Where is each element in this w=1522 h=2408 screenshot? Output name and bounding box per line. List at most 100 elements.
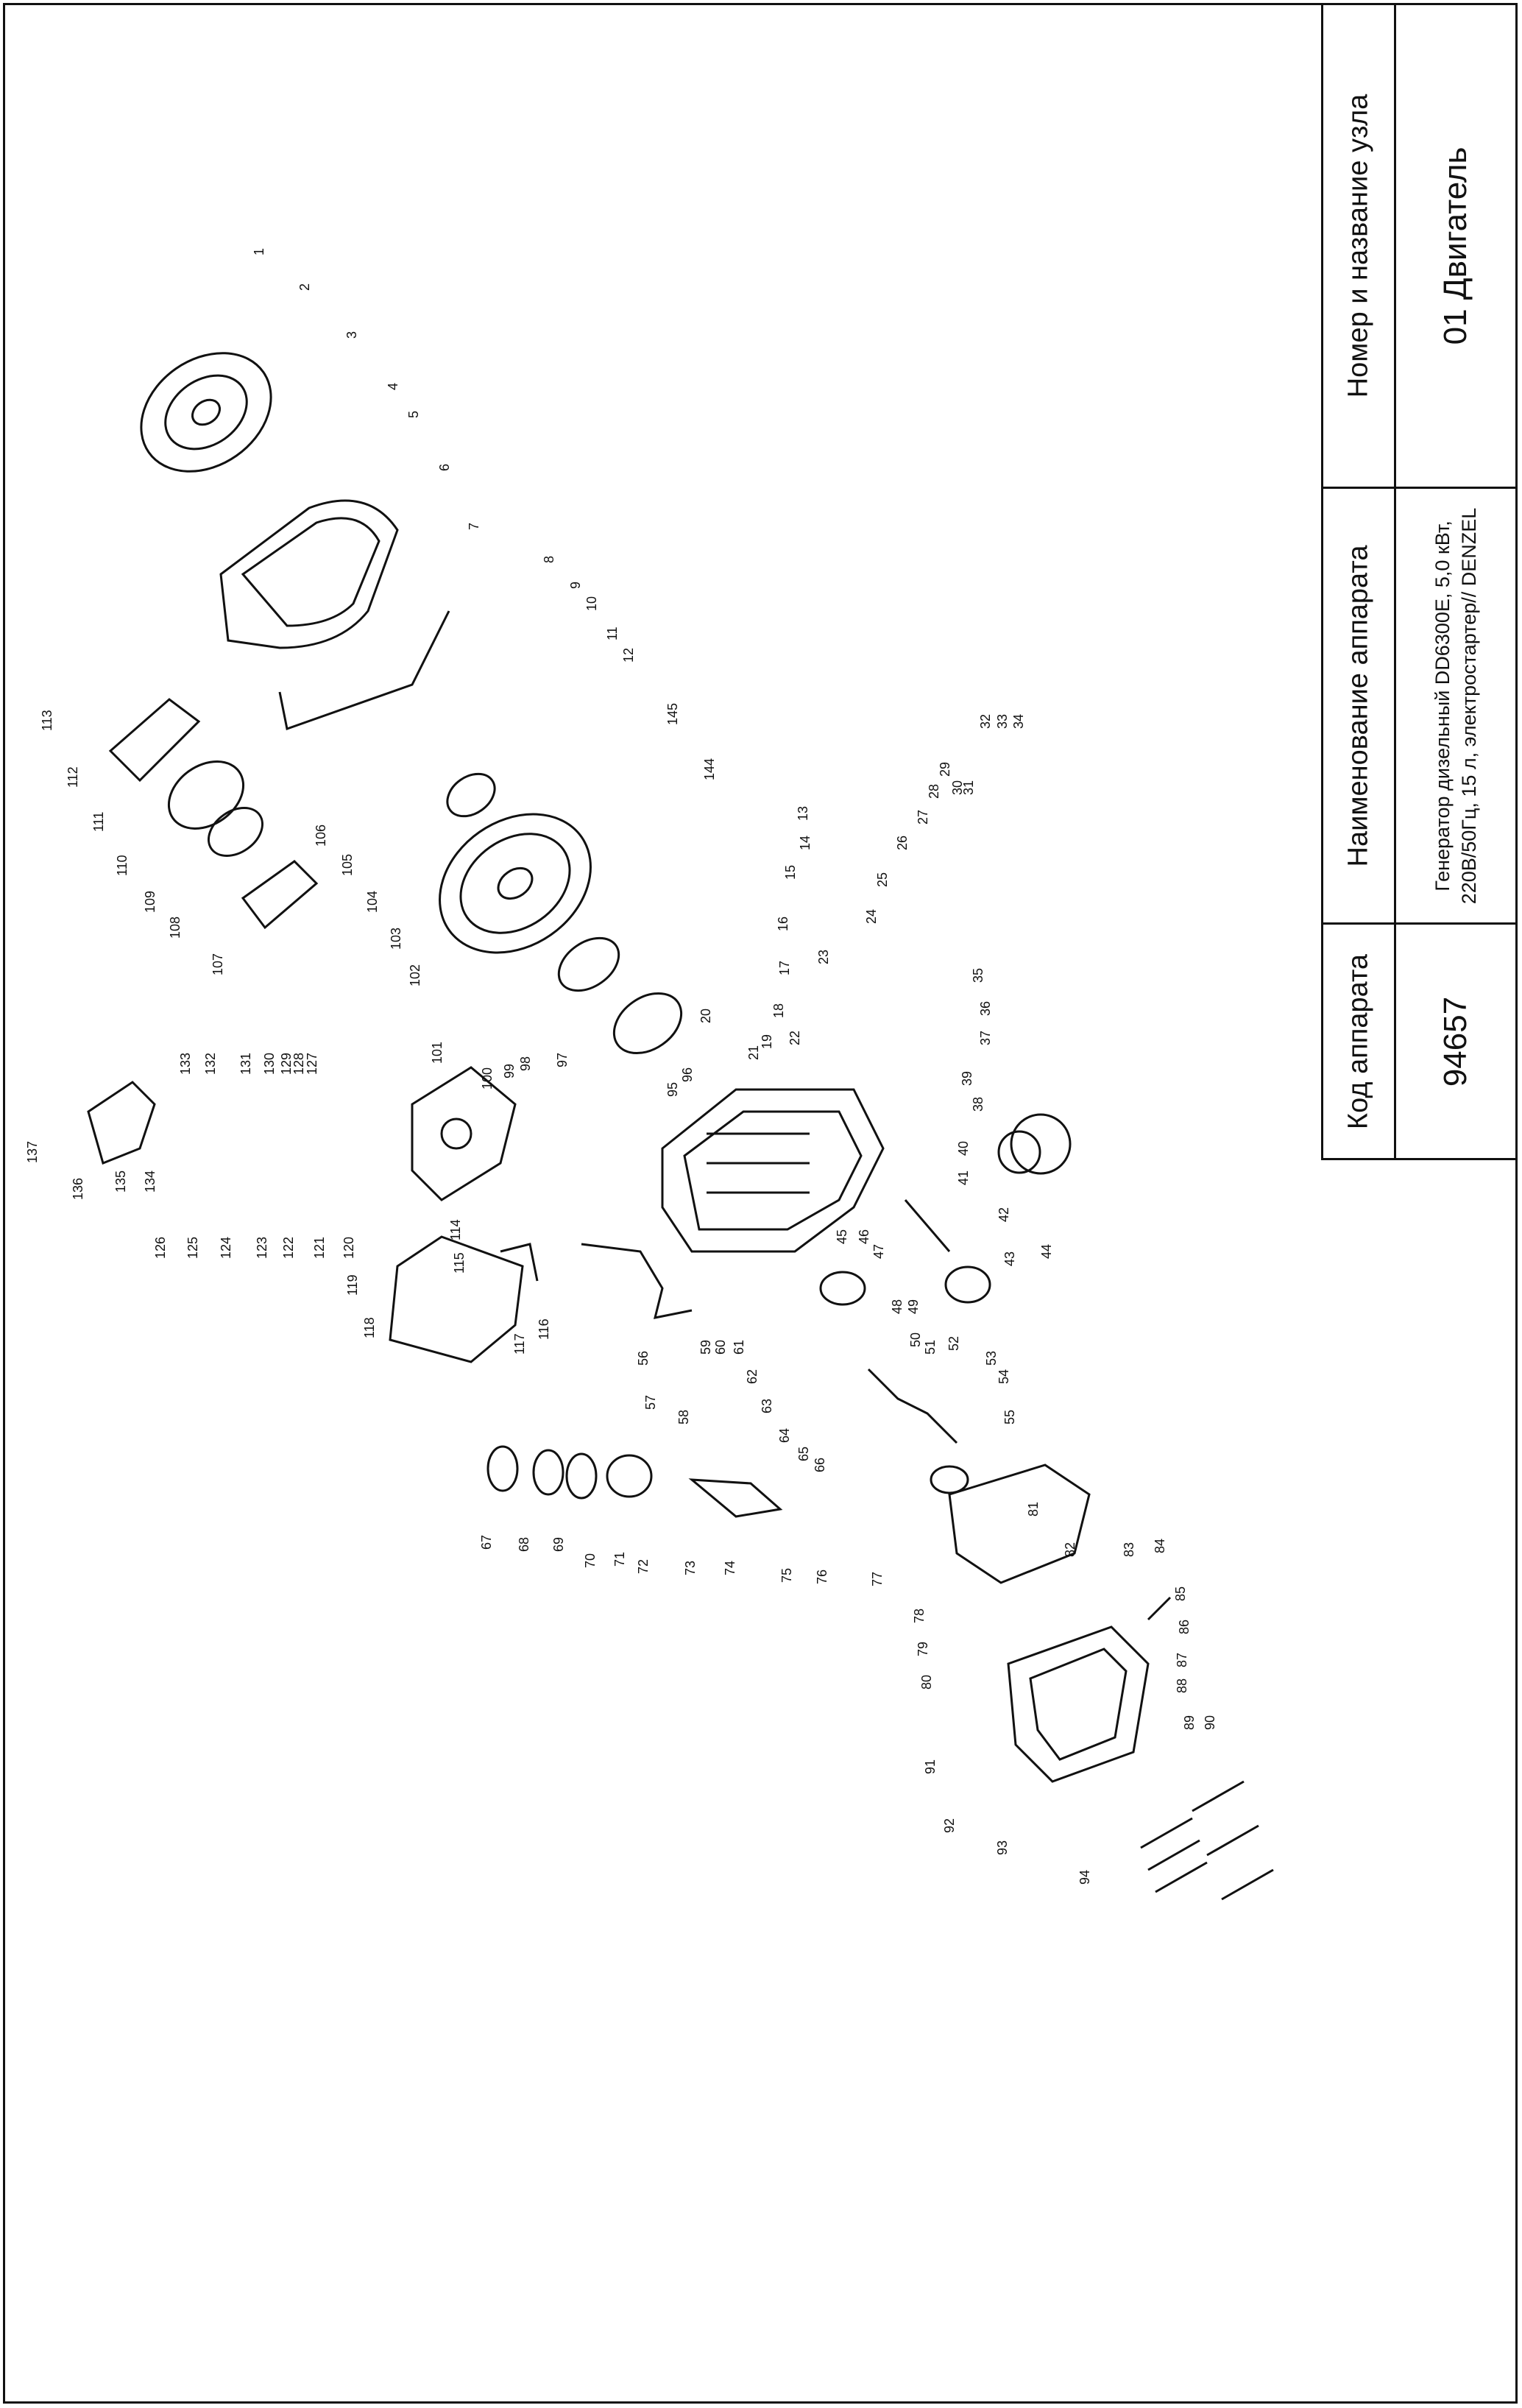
cam-gear-part: [944, 1265, 991, 1304]
title-block: Номер и название узла Наименование аппар…: [1321, 3, 1518, 1160]
callout-label: 23: [816, 950, 831, 964]
callout-label: 5: [406, 411, 421, 418]
callout-label: 65: [796, 1447, 811, 1461]
callout-label: 55: [1002, 1410, 1017, 1424]
callout-label: 93: [995, 1840, 1010, 1855]
callout-label: 46: [857, 1229, 871, 1244]
callout-label: 13: [796, 806, 810, 821]
callout-label: 125: [185, 1237, 200, 1259]
callout-label: 53: [984, 1351, 999, 1366]
callout-label: 38: [971, 1097, 985, 1112]
callout-label: 119: [345, 1274, 360, 1296]
callout-label: 91: [923, 1759, 938, 1774]
callout-label: 77: [870, 1572, 885, 1586]
callout-label: 16: [776, 917, 790, 931]
callout-label: 45: [835, 1229, 849, 1244]
callout-label: 22: [787, 1031, 802, 1045]
callout-label: 56: [636, 1351, 651, 1366]
callout-label: 12: [621, 648, 636, 663]
callout-label: 1: [252, 248, 266, 255]
callout-label: 116: [537, 1318, 551, 1340]
callout-label: 34: [1011, 714, 1026, 729]
callout-label: 21: [746, 1045, 761, 1060]
callout-label: 9: [568, 582, 583, 589]
callout-label: 68: [517, 1537, 531, 1552]
callout-label: 36: [978, 1001, 993, 1016]
callout-label: 120: [341, 1237, 356, 1259]
callout-label: 88: [1175, 1678, 1189, 1693]
callout-label: 74: [723, 1561, 737, 1575]
callout-label: 89: [1182, 1715, 1197, 1730]
callout-label: 73: [683, 1561, 698, 1575]
callout-label: 14: [798, 836, 813, 850]
callout-label: 71: [612, 1552, 627, 1567]
callout-label: 78: [912, 1609, 927, 1623]
callout-label: 37: [978, 1031, 993, 1045]
connecting-rod-part: [688, 1478, 783, 1518]
callout-label: 104: [365, 891, 380, 913]
callout-label: 54: [997, 1369, 1011, 1384]
crankcase-side-cover-part: [948, 1463, 1150, 1783]
callout-label: 31: [961, 780, 976, 795]
callout-label: 35: [971, 968, 985, 983]
callout-label: 82: [1063, 1542, 1077, 1557]
callout-label: 92: [942, 1818, 957, 1833]
callout-labels: 1234567891011121314151617181920212223242…: [25, 248, 1217, 1885]
callout-label: 96: [680, 1067, 695, 1082]
callout-label: 144: [702, 758, 717, 780]
piston-rings-part: [486, 1445, 598, 1500]
muffler-part: [389, 1235, 539, 1363]
callout-label: 135: [113, 1171, 128, 1193]
callout-label: 44: [1039, 1244, 1054, 1259]
oil-dipstick-part: [1147, 1596, 1172, 1621]
callout-label: 28: [927, 784, 941, 799]
crank-gear-part: [819, 1271, 866, 1306]
callout-label: 66: [813, 1458, 827, 1472]
callout-label: 19: [760, 1034, 774, 1049]
callout-label: 3: [344, 331, 359, 339]
drawing-frame: [3, 3, 1518, 2404]
valve-cover-part: [87, 1081, 156, 1165]
callout-label: 17: [777, 961, 792, 975]
callout-label: 8: [542, 556, 556, 563]
callout-label: 7: [467, 523, 481, 530]
callout-label: 25: [875, 872, 890, 887]
callout-label: 62: [745, 1369, 760, 1384]
oil-circle-part: [1010, 1113, 1072, 1175]
callout-label: 61: [732, 1340, 746, 1355]
callout-label: 11: [605, 626, 620, 640]
callout-label: 59: [698, 1340, 713, 1355]
callout-label: 99: [502, 1064, 517, 1078]
callout-label: 83: [1122, 1542, 1136, 1557]
callout-label: 39: [960, 1071, 974, 1086]
callout-label: 130: [262, 1053, 277, 1075]
callout-label: 80: [919, 1675, 934, 1690]
callout-label: 72: [636, 1559, 651, 1574]
bolt-group-94-part: [1140, 1780, 1274, 1901]
callout-label: 107: [210, 953, 225, 975]
callout-label: 132: [203, 1053, 218, 1075]
callout-label: 60: [713, 1340, 728, 1355]
callout-label: 15: [783, 865, 798, 880]
callout-label: 18: [771, 1003, 786, 1018]
callout-label: 105: [340, 854, 355, 876]
callout-label: 118: [362, 1317, 377, 1338]
fan-hub-part: [446, 772, 496, 818]
callout-label: 133: [178, 1053, 193, 1075]
callout-label: 111: [91, 812, 106, 832]
callout-label: 90: [1203, 1715, 1217, 1730]
callout-label: 106: [314, 825, 328, 847]
fan-cover-part: [219, 499, 399, 649]
callout-label: 50: [908, 1332, 923, 1347]
callout-label: 126: [153, 1237, 168, 1259]
stator-part: [612, 992, 683, 1055]
callout-label: 49: [906, 1299, 921, 1314]
callout-label: 124: [219, 1237, 233, 1259]
callout-label: 85: [1173, 1586, 1188, 1601]
callout-label: 70: [583, 1553, 598, 1568]
callout-label: 75: [779, 1568, 794, 1583]
main-bearing-part: [930, 1465, 969, 1494]
callout-label: 76: [815, 1570, 829, 1584]
callout-label: 113: [40, 710, 54, 731]
